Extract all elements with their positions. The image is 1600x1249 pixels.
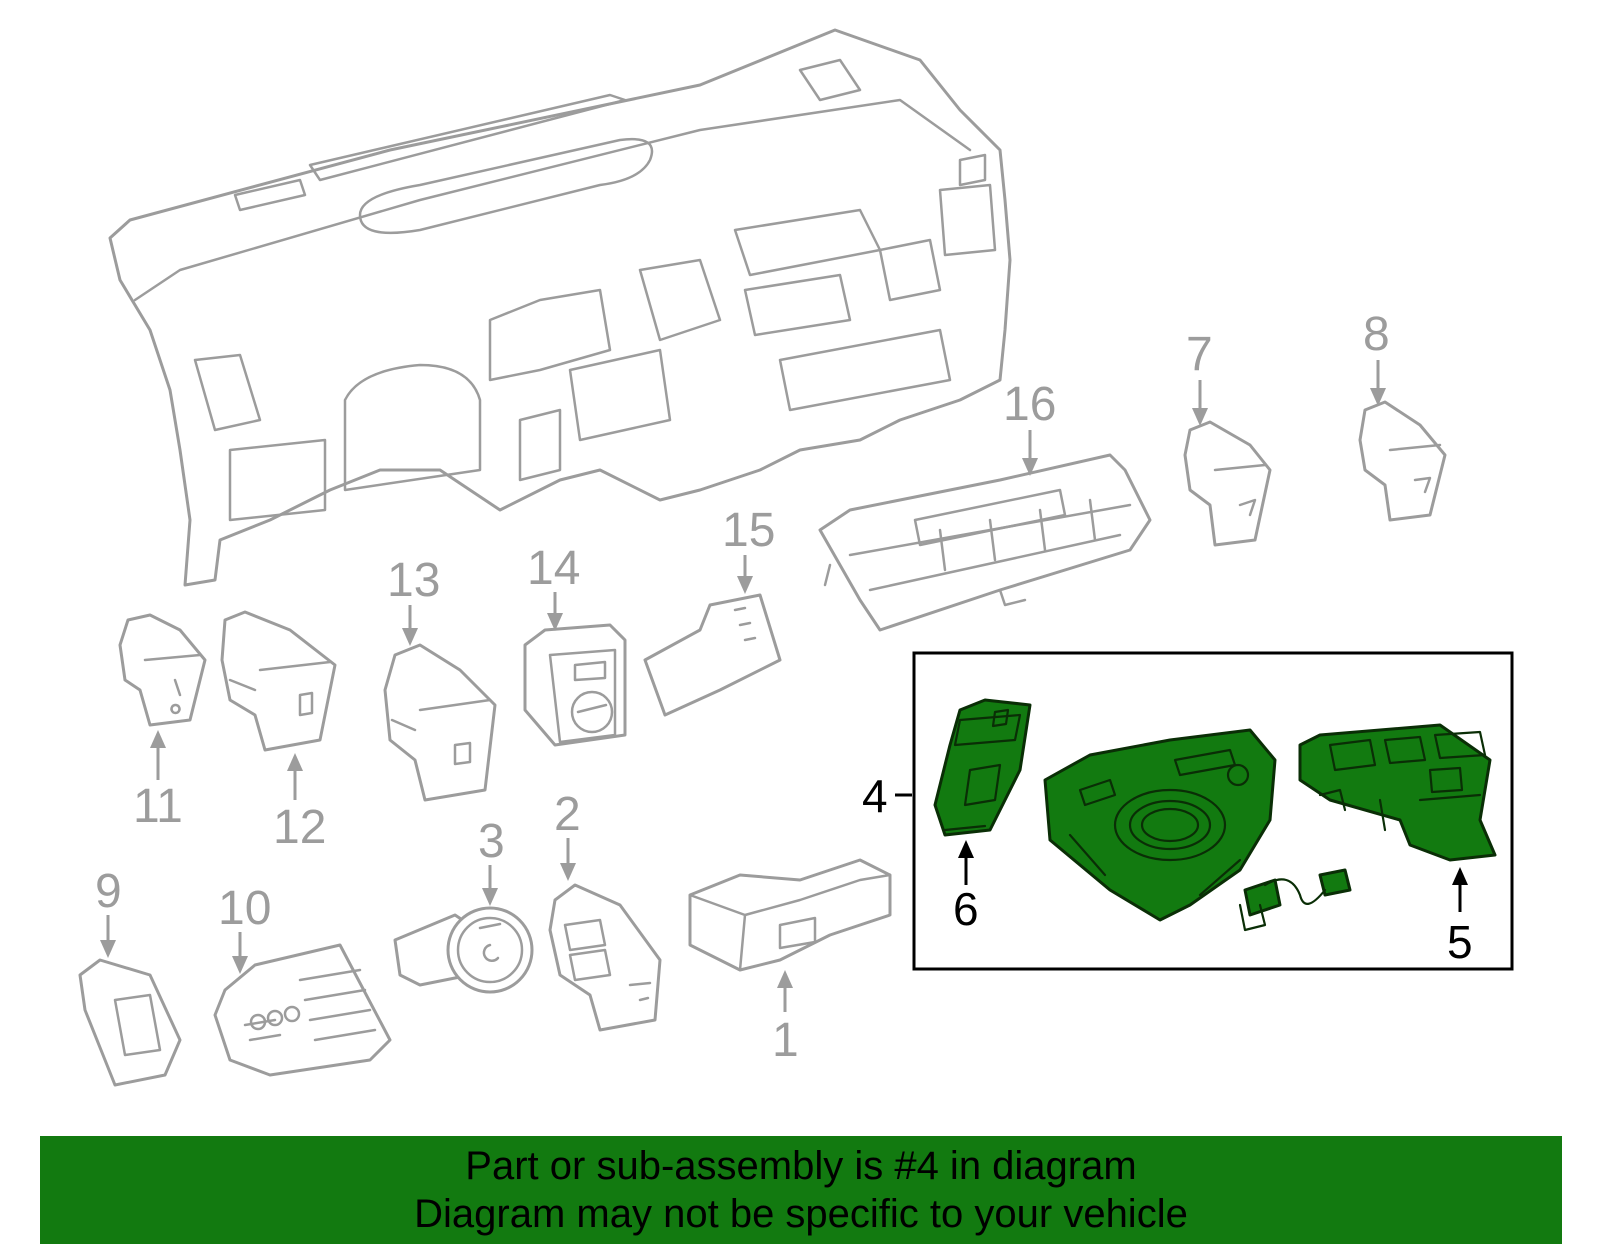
part-16-climate-panel bbox=[818, 453, 1152, 632]
callout-16: 16 bbox=[1003, 378, 1056, 431]
callout-2: 2 bbox=[554, 788, 581, 841]
highlight-inset bbox=[912, 651, 1514, 971]
part-11-switch bbox=[118, 613, 207, 727]
callout-15: 15 bbox=[722, 504, 775, 557]
callout-8: 8 bbox=[1363, 308, 1390, 361]
part-10-switch-module bbox=[213, 943, 392, 1077]
callout-6: 6 bbox=[953, 883, 979, 935]
part-4-console-panel bbox=[1043, 728, 1277, 922]
part-15-switch bbox=[643, 593, 782, 717]
callout-3: 3 bbox=[478, 815, 505, 868]
callout-9: 9 bbox=[95, 865, 122, 918]
callout-4: 4 bbox=[862, 770, 888, 822]
callout-10: 10 bbox=[218, 882, 271, 935]
callout-arrows bbox=[100, 360, 1468, 1012]
part-13-switch bbox=[383, 643, 497, 802]
part-3-start-button bbox=[393, 906, 534, 994]
part-9-switch bbox=[78, 958, 182, 1087]
part-6-switch bbox=[933, 698, 1032, 837]
callout-5: 5 bbox=[1447, 916, 1473, 968]
callout-12: 12 bbox=[273, 801, 326, 854]
part-8-switch bbox=[1358, 400, 1447, 522]
banner-line-1: Part or sub-assembly is #4 in diagram bbox=[465, 1144, 1137, 1188]
part-1-module bbox=[688, 858, 892, 972]
callout-7: 7 bbox=[1186, 328, 1213, 381]
part-7-switch bbox=[1183, 420, 1272, 547]
wire-harness-connector bbox=[1238, 868, 1352, 932]
part-5-switch-cluster bbox=[1298, 723, 1497, 862]
instrument-panel bbox=[108, 28, 1012, 587]
part-12-switch bbox=[220, 610, 337, 752]
callout-13: 13 bbox=[387, 554, 440, 607]
callout-labels: 16 7 8 13 14 15 11 12 3 2 9 10 1 4 6 5 bbox=[95, 308, 1473, 1067]
callout-1: 1 bbox=[772, 1014, 799, 1067]
banner-line-2: Diagram may not be specific to your vehi… bbox=[414, 1192, 1188, 1236]
part-2-switch bbox=[548, 883, 662, 1032]
part-14-mirror-switch bbox=[523, 623, 627, 747]
callout-11: 11 bbox=[133, 780, 183, 833]
callout-14: 14 bbox=[527, 542, 580, 595]
info-banner: Part or sub-assembly is #4 in diagram Di… bbox=[40, 1136, 1562, 1244]
